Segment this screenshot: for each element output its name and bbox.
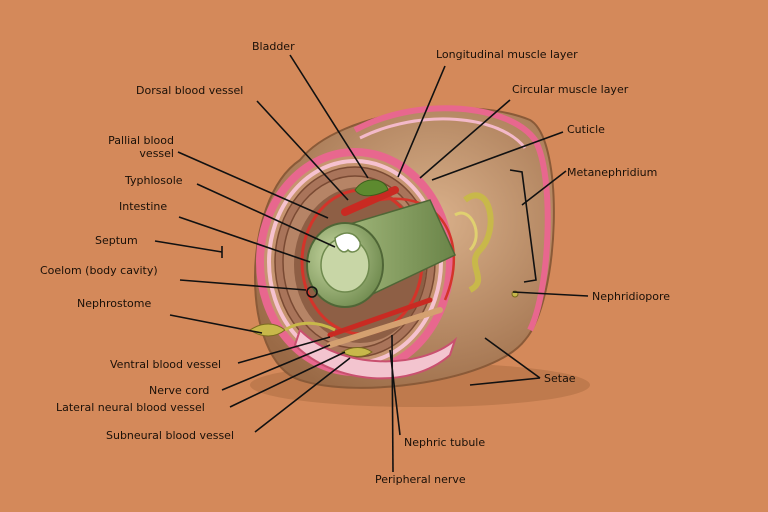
label-typhlosole: Typhlosole <box>125 174 183 187</box>
nerve-cord <box>327 307 443 348</box>
label-intestine: Intestine <box>119 200 168 213</box>
label-subneural-blood-vessel: Subneural blood vessel <box>106 429 235 442</box>
label-cuticle: Cuticle <box>567 123 605 136</box>
ventral-muscle-band <box>293 328 458 380</box>
label-ventral-blood-vessel: Ventral blood vessel <box>110 358 222 371</box>
label-longitudinal-muscle-layer: Longitudinal muscle layer <box>436 48 578 61</box>
label-nephric-tubule: Nephric tubule <box>404 436 486 449</box>
label-bladder: Bladder <box>252 40 295 53</box>
label-pallial-line2: vessel <box>139 147 174 160</box>
label-metanephridium: Metanephridium <box>567 166 658 179</box>
typhlosole <box>334 232 361 253</box>
label-coelom: Coelom (body cavity) <box>40 264 158 277</box>
metanephridium-bracket <box>509 169 537 283</box>
bladder-blob <box>354 179 389 197</box>
label-peripheral-nerve: Peripheral nerve <box>375 473 466 486</box>
label-lateral-neural-blood-vessel: Lateral neural blood vessel <box>56 401 205 414</box>
cuticle-rim-back <box>353 105 551 332</box>
label-pallial-line1: Pallial blood <box>108 134 174 147</box>
nephrostome-right <box>341 347 373 357</box>
ventral-vessel <box>327 297 433 338</box>
label-pallial-blood-vessel: Pallial blood vessel <box>92 134 174 160</box>
label-circular-muscle-layer: Circular muscle layer <box>512 83 629 96</box>
label-nephridiopore: Nephridiopore <box>592 290 671 303</box>
dorsal-vessel <box>341 186 399 216</box>
label-nerve-cord: Nerve cord <box>149 384 210 397</box>
coelom-marker <box>306 286 318 298</box>
label-nephrostome: Nephrostome <box>77 297 152 310</box>
vessel-loop-back <box>379 197 455 301</box>
label-setae: Setae <box>544 372 576 385</box>
leader-lines <box>154 54 589 473</box>
label-septum: Septum <box>95 234 138 247</box>
metanephridium-loops <box>463 192 494 293</box>
label-dorsal-blood-vessel: Dorsal blood vessel <box>136 84 244 97</box>
